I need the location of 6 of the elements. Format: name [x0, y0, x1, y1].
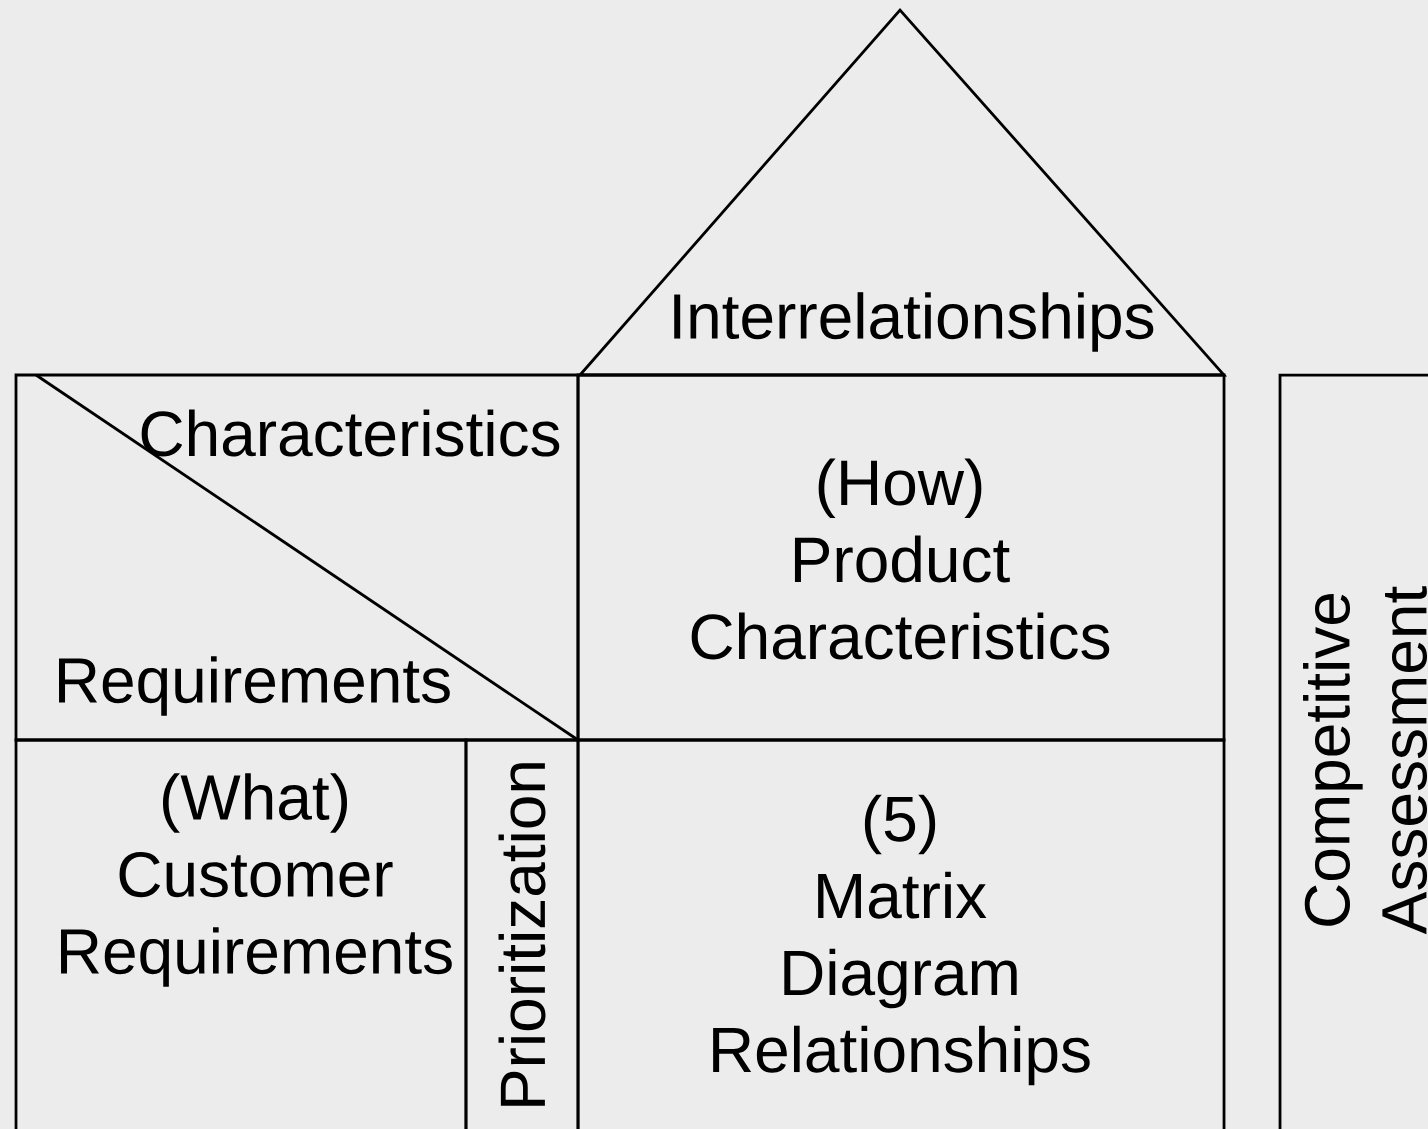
corner-box: Characteristics Requirements	[14, 373, 580, 742]
requirements-box: (What) Customer Requirements	[14, 738, 468, 1129]
priority-box: Prioritization	[464, 738, 580, 1129]
header-box: (How) Product Characteristics	[576, 373, 1226, 742]
assessment-box: Competitive Assessment	[1278, 373, 1428, 1129]
matrix-box: (5) Matrix Diagram Relationships	[576, 738, 1226, 1129]
